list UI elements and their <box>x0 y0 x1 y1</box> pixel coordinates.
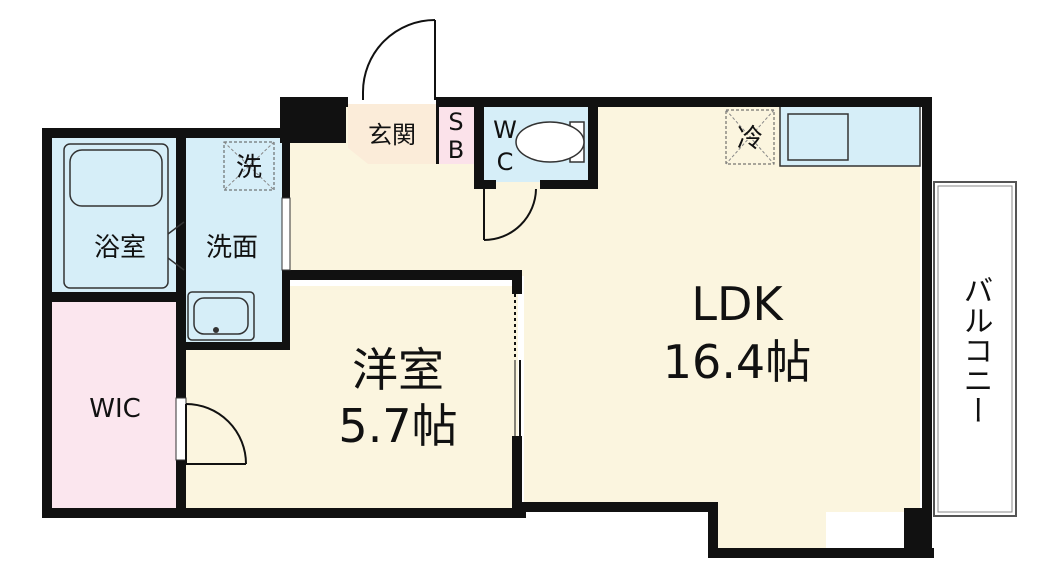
toilet-icon <box>515 121 585 163</box>
toilet-label-1: W <box>493 116 517 144</box>
fridge-mark: 冷 <box>737 124 763 154</box>
ldk-size: 16.4帖 <box>663 335 811 389</box>
toilet-door-swing-icon <box>483 188 537 241</box>
balcony-label: バルコニー <box>958 275 993 425</box>
floors <box>52 103 921 548</box>
ldk-floor <box>286 104 920 548</box>
washer-mark: 洗 <box>236 153 262 183</box>
balcony <box>933 181 1017 517</box>
entrance-floor <box>348 104 436 164</box>
washer-space-icon <box>223 141 275 191</box>
wic-label: WIC <box>89 394 141 424</box>
shoe-box-label-1: S <box>448 108 463 136</box>
bathtub-icon <box>63 143 169 289</box>
entrance-door-swing-icon <box>362 19 436 100</box>
shoe-box-label-2: B <box>448 136 464 164</box>
western-door-swing-icon <box>185 403 247 465</box>
wic-floor <box>52 300 178 508</box>
entrance-label: 玄関 <box>368 121 416 149</box>
fridge-space-icon <box>725 109 775 165</box>
western-room-size: 5.7帖 <box>338 399 457 453</box>
sliding-door-icon <box>514 294 521 436</box>
walls <box>42 97 934 558</box>
shoe-box-floor <box>438 104 474 164</box>
washroom-label: 洗面 <box>206 233 258 263</box>
ldk-label: LDK <box>691 277 784 331</box>
bath-label: 浴室 <box>94 233 146 263</box>
washbasin-icon <box>187 291 255 341</box>
western-room-label: 洋室 <box>352 343 444 397</box>
toilet-label-2: C <box>497 148 514 176</box>
kitchen-sink-icon <box>787 113 849 161</box>
